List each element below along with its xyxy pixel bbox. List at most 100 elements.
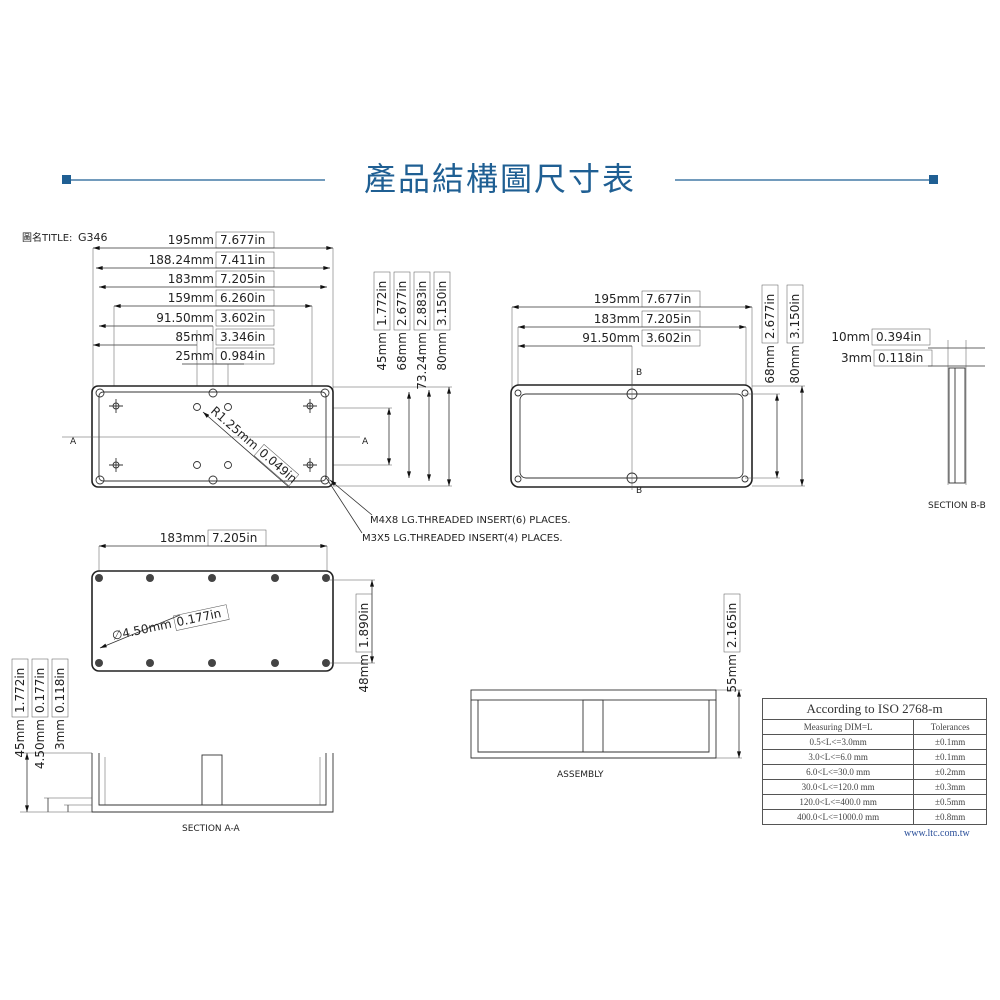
m3-hole	[193, 403, 201, 411]
lid-view-dim-0-in: 7.677in	[646, 292, 691, 306]
note-m3-insert: M3X5 LG.THREADED INSERT(4) PLACES.	[362, 533, 563, 544]
top-view-dim-3: 159mm 6.260in	[168, 289, 275, 307]
lid-view-dim-1-mm: 183mm	[594, 312, 640, 326]
assembly-height-dim: 55mm 2.165in	[723, 593, 741, 693]
top-view-dim-1-mm: 188.24mm	[149, 253, 214, 267]
lid-view-dim-1: 183mm 7.205in	[594, 310, 701, 328]
mount-hole	[146, 659, 154, 667]
tolerance-value: ±0.5mm	[913, 794, 987, 810]
top-view-dim-4-mm: 91.50mm	[156, 311, 214, 325]
section-mark-a-left: A	[70, 437, 77, 447]
lid-view-vdim-0-mm: 68mm	[763, 345, 777, 384]
top-view-dim-5: 85mm 3.346in	[175, 328, 275, 346]
assembly-height-dim-in: 2.165in	[725, 603, 739, 648]
tolerance-row: 0.5<L<=3.0mm±0.1mm	[761, 734, 987, 750]
mount-hole	[208, 574, 216, 582]
section-aa-dim-2: 3mm 0.118in	[51, 658, 69, 750]
lid-view-vdim-0-in: 2.677in	[763, 294, 777, 339]
tolerance-value: ±0.1mm	[913, 734, 987, 750]
insert-hole	[320, 388, 330, 398]
tolerance-table-caption: According to ISO 2768-m	[762, 698, 987, 720]
top-view-vdim-1-in: 2.677in	[395, 281, 409, 326]
dimension-range: 400.0<L<=1000.0 mm	[761, 809, 915, 825]
top-view-dim-0-in: 7.677in	[220, 233, 265, 247]
top-view-vdim-0-mm: 45mm	[375, 332, 389, 371]
tolerance-header-dim: Measuring DIM=L	[761, 719, 915, 735]
lid-view-vdim-1: 80mm 3.150in	[786, 284, 804, 384]
tolerance-row: 120.0<L<=400.0 mm±0.5mm	[761, 794, 987, 810]
section-bb-dim-1: 3mm 0.118in	[841, 349, 933, 367]
insert-hole	[95, 388, 105, 398]
top-view-vdim-2-mm: 73.24mm	[415, 332, 429, 390]
dimension-range: 30.0<L<=120.0 mm	[761, 779, 915, 795]
top-view-box: A A R1.25mm 0.049in	[62, 385, 373, 534]
section-aa-dim-1-in: 0.177in	[33, 668, 47, 713]
dimension-range: 120.0<L<=400.0 mm	[761, 794, 915, 810]
m3-hole	[193, 461, 201, 469]
top-view-dim-5-in: 3.346in	[220, 330, 265, 344]
insert-hole	[208, 388, 218, 398]
mount-hole	[271, 574, 279, 582]
assembly-height-dim-mm: 55mm	[725, 654, 739, 693]
section-bb-dim-1-mm: 3mm	[841, 351, 872, 365]
header-square-right	[929, 175, 938, 184]
section-a-a-label: SECTION A-A	[182, 824, 241, 834]
website-link[interactable]: www.ltc.com.tw	[904, 828, 970, 839]
section-mark-b-bottom: B	[636, 486, 642, 496]
top-view-vdim-1: 68mm 2.677in	[393, 271, 411, 371]
lid-view-vdim-1-in: 3.150in	[788, 294, 802, 339]
top-view-dim-2-mm: 183mm	[168, 272, 214, 286]
top-view-dim-3-mm: 159mm	[168, 291, 214, 305]
dimension-range: 0.5<L<=3.0mm	[761, 734, 915, 750]
top-view-dim-0: 195mm 7.677in	[168, 231, 275, 249]
top-view-vdim-2-in: 2.883in	[415, 281, 429, 326]
section-aa-dim-2-in: 0.118in	[53, 668, 67, 713]
top-view-dim-3-in: 6.260in	[220, 291, 265, 305]
lid-view-vdim-1-mm: 80mm	[788, 345, 802, 384]
tolerance-value: ±0.3mm	[913, 779, 987, 795]
section-aa-dim-2-mm: 3mm	[53, 719, 67, 750]
lid-view-dim-1-in: 7.205in	[646, 312, 691, 326]
section-bb-dim-1-in: 0.118in	[878, 351, 923, 365]
top-view-dim-1: 188.24mm 7.411in	[149, 251, 275, 269]
top-view-vdim-1-mm: 68mm	[395, 332, 409, 371]
section-mark-a-right: A	[362, 437, 369, 447]
mount-hole	[322, 574, 330, 582]
m3-hole	[224, 461, 232, 469]
tolerance-header-tol: Tolerances	[913, 719, 987, 735]
section-aa-dim-1-mm: 4.50mm	[33, 719, 47, 769]
mount-hole	[146, 574, 154, 582]
dimension-range: 6.0<L<=30.0 mm	[761, 764, 915, 780]
bottom-height-dim-mm: 48mm	[357, 654, 371, 693]
drawing-title-label: 圖名TITLE:	[22, 231, 72, 244]
assembly-label: ASSEMBLY	[557, 770, 604, 780]
lid-view-dim-0-mm: 195mm	[594, 292, 640, 306]
insert-hole	[208, 475, 218, 485]
top-view-vdim-2: 73.24mm 2.883in	[413, 271, 431, 390]
top-view-dim-0-mm: 195mm	[168, 233, 214, 247]
tolerance-row: 30.0<L<=120.0 mm±0.3mm	[761, 779, 987, 795]
header: 產品結構圖尺寸表	[62, 160, 938, 198]
top-view-vdim-0-in: 1.772in	[375, 281, 389, 326]
mount-hole	[95, 574, 103, 582]
top-view-dim-1-in: 7.411in	[220, 253, 265, 267]
note-m4-insert: M4X8 LG.THREADED INSERT(6) PLACES.	[370, 515, 571, 526]
top-view-dim-5-mm: 85mm	[175, 330, 214, 344]
bottom-width-dim-mm: 183mm	[160, 531, 206, 545]
lid-view-dim-0: 195mm 7.677in	[594, 290, 701, 308]
assembly-view: 55mm 2.165in ASSEMBLY	[470, 593, 742, 780]
tolerance-table: According to ISO 2768-m Measuring DIM=L …	[761, 698, 987, 825]
